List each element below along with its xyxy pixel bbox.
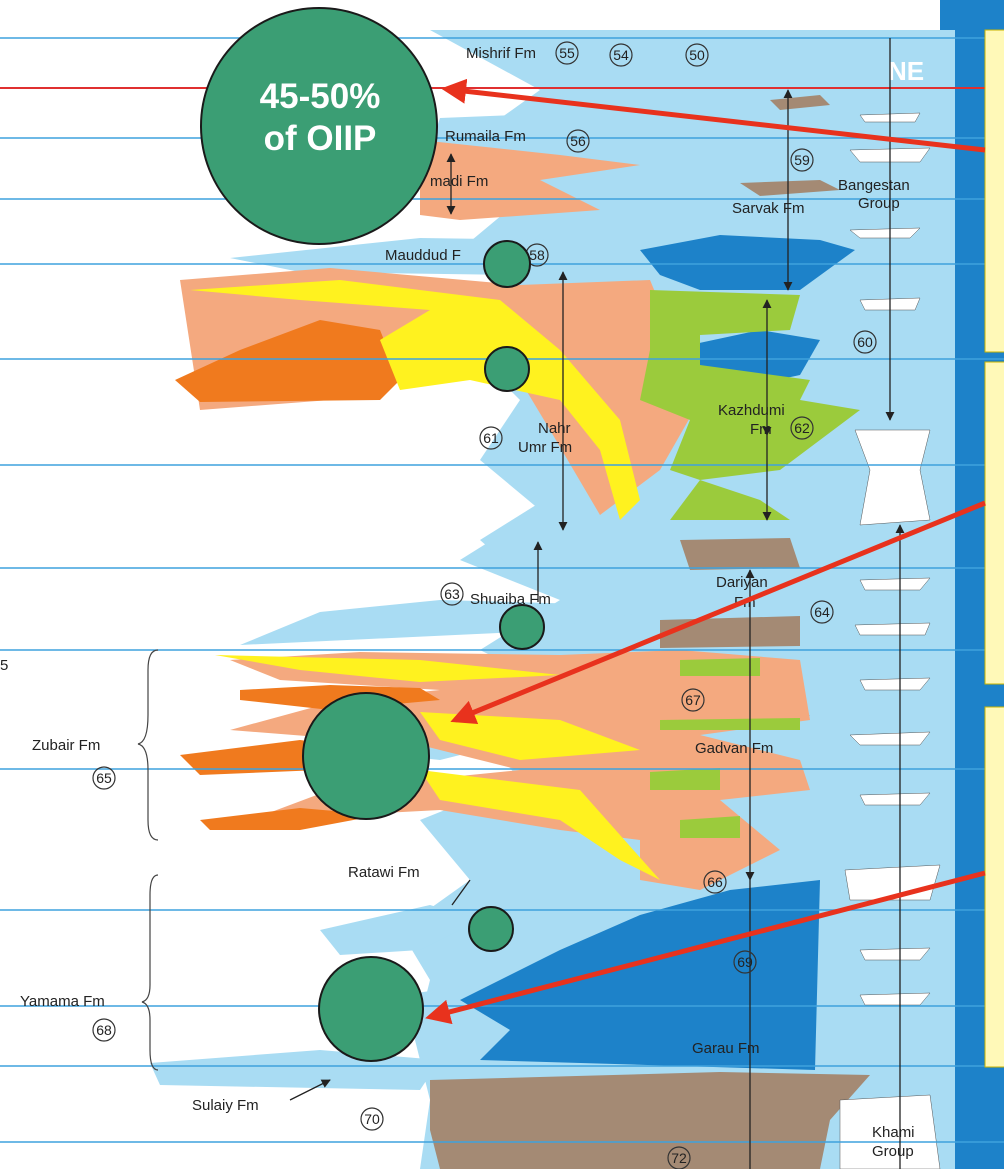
num-59: 59 [794,152,810,168]
header-sw: SW [28,56,70,86]
label-ahmadi: madi Fm [430,173,488,190]
num-70: 70 [364,1111,380,1127]
dot-mauddud [484,241,530,287]
label-kazhdumi-1: Kazhdumi [718,402,785,419]
label-bangestan-1: Bangestan [838,177,910,194]
dot-ratawi [469,907,513,951]
callout-box-middle [985,362,1004,684]
num-61: 61 [483,430,499,446]
num-64: 64 [814,604,830,620]
label-sulaiy: Sulaiy Fm [192,1097,259,1114]
dariyan-brown-1 [680,538,800,570]
num-69: 69 [737,954,753,970]
callout-box-top [985,30,1004,352]
num-67: 67 [685,692,701,708]
edge-mark: 5 [0,657,8,674]
num-50: 50 [689,47,705,63]
label-gadvan: Gadvan Fm [695,740,773,757]
label-yamama: Yamama Fm [20,993,105,1010]
label-bangestan-2: Group [858,195,900,212]
header-ne: NE [888,56,924,86]
dot-nahr-umr [485,347,529,391]
label-kazhdumi-2: Fm [750,421,772,438]
label-mishrif: Mishrif Fm [466,45,536,62]
label-zubair: Zubair Fm [32,737,100,754]
label-rumaila: Rumaila Fm [445,128,526,145]
dariyan-brown-2 [660,616,800,648]
label-mauddud: Mauddud F [385,247,461,264]
num-72: 72 [671,1150,687,1166]
label-shuaiba: Shuaiba Fm [470,591,551,608]
num-66: 66 [707,874,723,890]
label-ratawi: Ratawi Fm [348,864,420,881]
callout-box-bottom [985,707,1004,1067]
num-58: 58 [529,247,545,263]
oiip-line-1: 45-50% [260,77,381,116]
label-khami-2: Group [872,1143,914,1160]
num-54: 54 [613,47,629,63]
gadvan-green-1 [680,658,760,676]
label-dariyan-1: Dariyan [716,574,768,591]
num-68: 68 [96,1022,112,1038]
label-khami-1: Khami [872,1124,915,1141]
garau-brown-base [430,1072,870,1169]
dot-shuaiba [500,605,544,649]
num-63: 63 [444,586,460,602]
num-62: 62 [794,420,810,436]
dot-yamama-large [319,957,423,1061]
label-nahr-1: Nahr [538,420,571,437]
num-60: 60 [857,334,873,350]
oiip-line-2: of OIIP [264,119,377,158]
num-55: 55 [559,45,575,61]
gadvan-green-2 [660,718,800,730]
dot-zubair-large [303,693,429,819]
label-garau: Garau Fm [692,1040,760,1057]
num-65: 65 [96,770,112,786]
num-56: 56 [570,133,586,149]
label-nahr-2: Umr Fm [518,439,572,456]
label-sarvak: Sarvak Fm [732,200,805,217]
